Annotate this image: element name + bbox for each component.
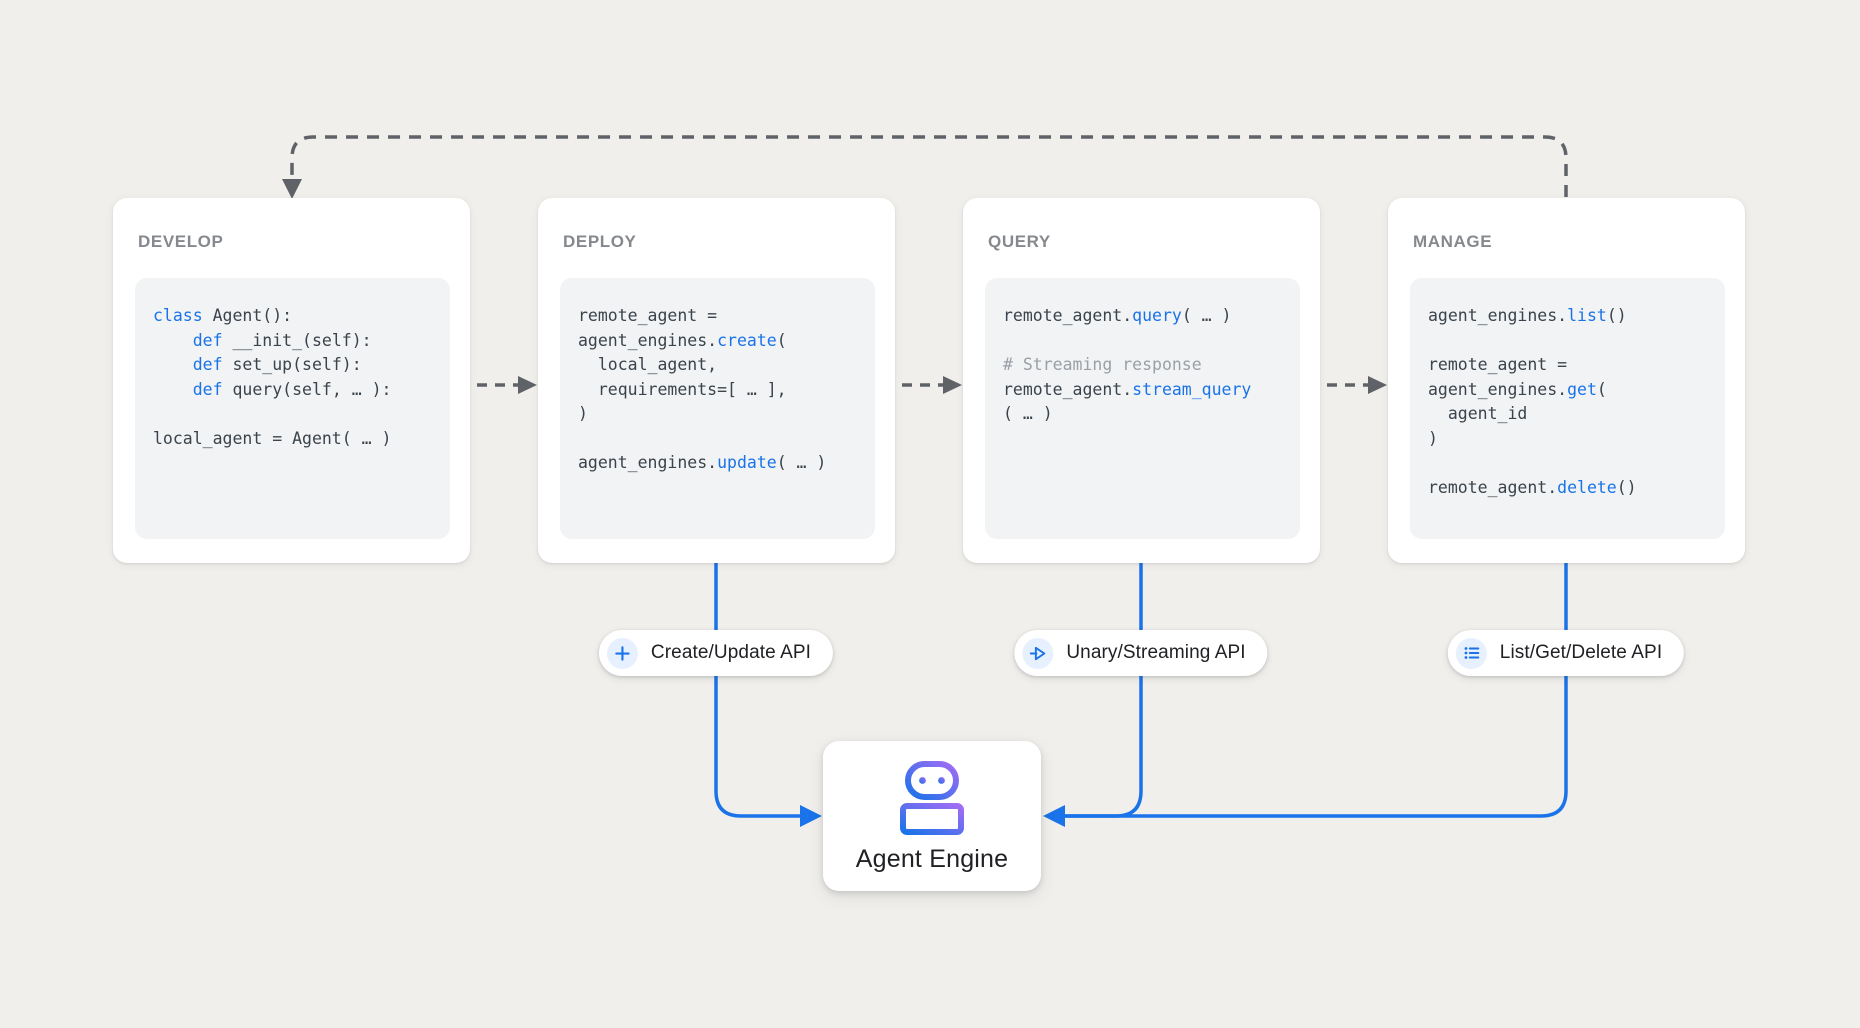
code-line [153, 402, 436, 427]
code-line: requirements=[ … ], [578, 379, 787, 399]
code-line: remote_agent.stream_query [1003, 379, 1252, 399]
code-line: def set_up(self): [192, 355, 362, 374]
code-line: remote_agent = [578, 306, 718, 325]
plus-icon [606, 637, 638, 669]
card-develop: DEVELOP class Agent(): def __init_(self)… [113, 198, 470, 563]
code-line: def query(self, … ): [192, 379, 392, 399]
send-icon [1022, 637, 1054, 669]
code-line [1003, 329, 1286, 354]
pill-list-get-delete-api: List/Get/Delete API [1447, 630, 1685, 676]
loop-arrowhead-down-icon [282, 179, 302, 199]
agent-engine-label: Agent Engine [855, 845, 1009, 873]
connector-engine-right-arrowhead-icon [1043, 805, 1065, 827]
card-manage: MANAGE agent_engines.list() remote_agent… [1388, 198, 1745, 563]
code-line: remote_agent.query( … ) [1003, 306, 1232, 325]
code-line: remote_agent = [1428, 355, 1568, 374]
list-icon [1455, 637, 1487, 669]
card-title: MANAGE [1413, 232, 1493, 251]
code-line: class Agent(): [153, 306, 293, 325]
code-line: ) [578, 404, 588, 423]
robot-icon [900, 761, 964, 835]
code-line [1428, 329, 1711, 354]
flow-arrow-query-manage-head-icon [1368, 376, 1387, 394]
card-title: DEVELOP [138, 232, 224, 251]
code-line: agent_id [1428, 404, 1528, 423]
flow-arrow-deploy-query-head-icon [943, 376, 962, 394]
code-line [578, 427, 861, 452]
code-line: ( … ) [1003, 404, 1053, 423]
code-block: agent_engines.list() remote_agent = agent… [1410, 278, 1725, 539]
code-line: agent_engines.create( [578, 330, 787, 350]
connector-deploy-arrowhead-icon [800, 805, 822, 827]
pill-create-update-api: Create/Update API [598, 630, 834, 676]
card-deploy: DEPLOY remote_agent = agent_engines.creat… [538, 198, 895, 563]
pill-label: List/Get/Delete API [1499, 642, 1663, 663]
connector-query-to-engine [1064, 563, 1143, 818]
card-title: DEPLOY [563, 232, 637, 251]
connector-manage-to-engine [1064, 563, 1568, 818]
code-line: agent_engines.update( … ) [578, 453, 827, 472]
code-line: agent_engines.get( [1428, 379, 1607, 399]
code-line [1428, 451, 1711, 476]
code-line: remote_agent.delete() [1428, 477, 1637, 497]
code-block: remote_agent = agent_engines.create( loca… [560, 278, 875, 539]
connector-deploy-to-engine [714, 563, 801, 818]
code-line: local_agent = Agent( … ) [153, 428, 392, 448]
pill-label: Unary/Streaming API [1066, 642, 1246, 663]
agent-engine-card: Agent Engine [823, 741, 1041, 891]
pill-label: Create/Update API [650, 642, 812, 663]
card-title: QUERY [988, 232, 1051, 251]
code-block: remote_agent.query( … ) # Streaming resp… [985, 278, 1300, 539]
card-query: QUERY remote_agent.query( … ) # Streamin… [963, 198, 1320, 563]
code-line: # Streaming response [1003, 355, 1202, 374]
code-block: class Agent(): def __init_(self): def se… [135, 278, 450, 539]
pill-unary-streaming-api: Unary/Streaming API [1014, 630, 1268, 676]
code-line: agent_engines.list() [1428, 306, 1627, 325]
code-line: def __init_(self): [192, 330, 372, 350]
code-line: local_agent, [578, 355, 718, 374]
flow-arrow-develop-deploy-head-icon [518, 376, 537, 394]
loop-manage-to-develop-line [290, 135, 1568, 197]
code-line: ) [1428, 428, 1438, 448]
